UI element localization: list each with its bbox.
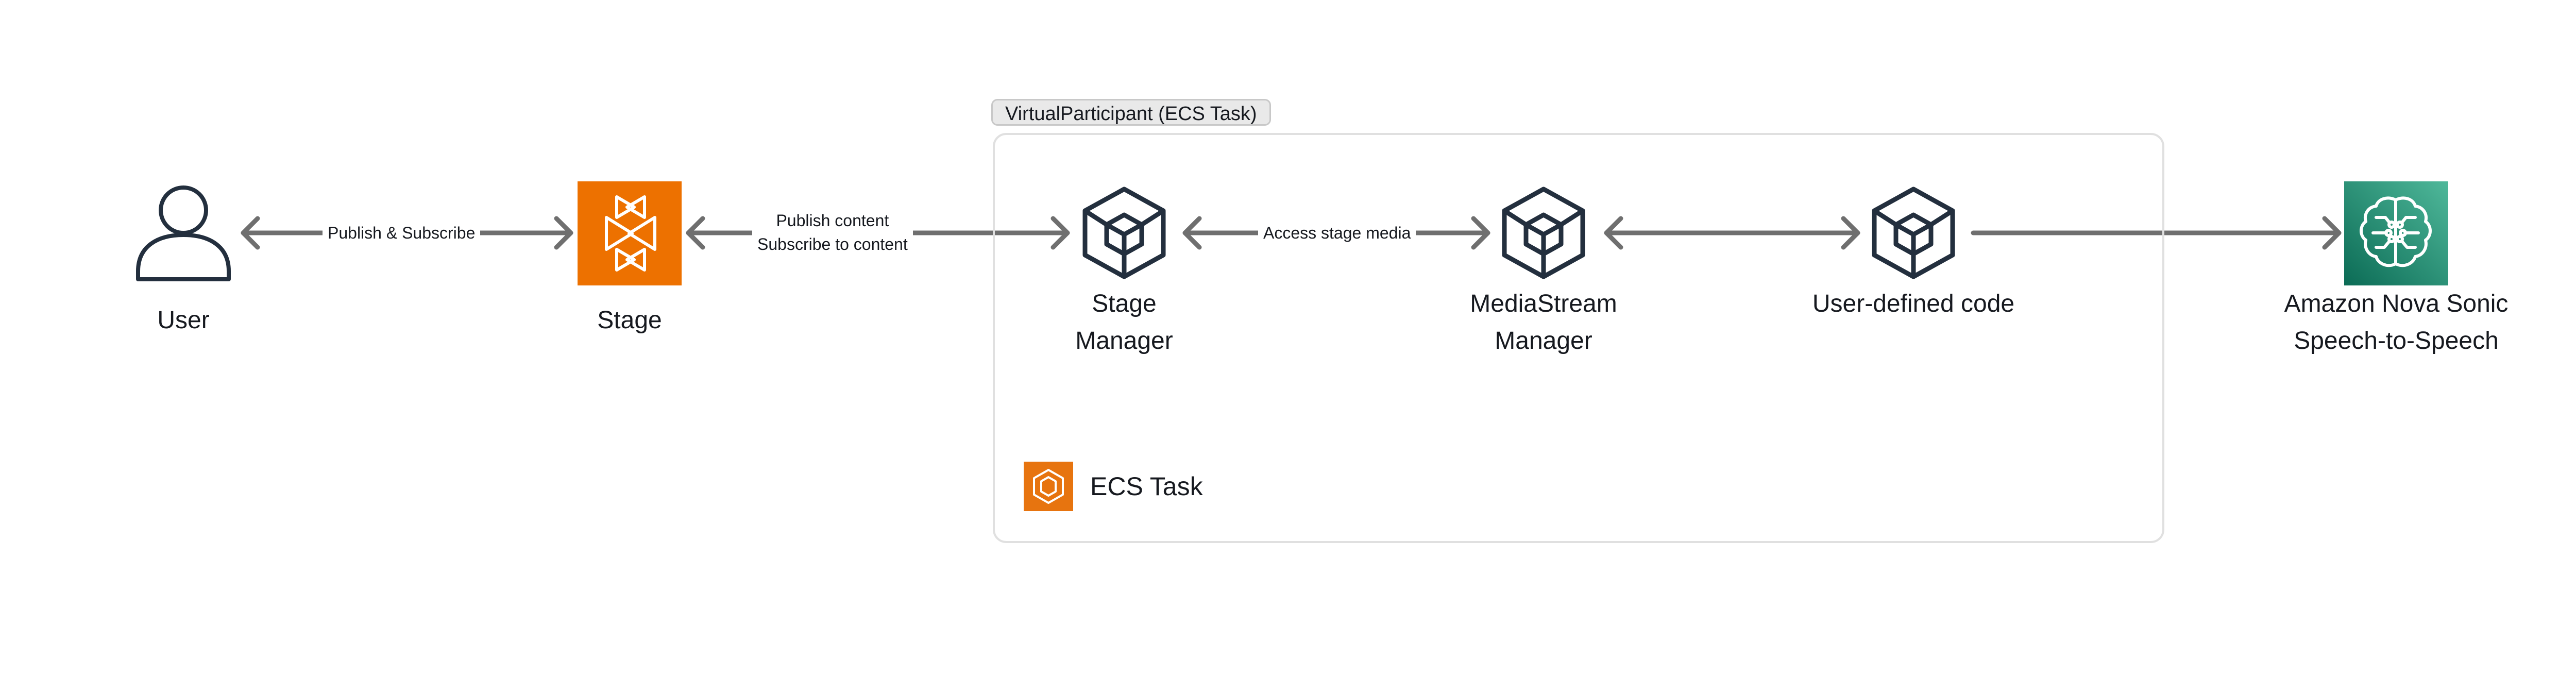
arrowhead-manager-right <box>1182 216 1202 250</box>
ecs-task-icon <box>1024 462 1073 511</box>
bedrock-brain-icon <box>2344 181 2448 285</box>
arrowhead-stage <box>554 216 573 250</box>
ecs-task-label: ECS Task <box>1090 472 1203 501</box>
edge-label-publish-subscribe: Publish & Subscribe <box>323 221 481 245</box>
stage-manager-label: Stage Manager <box>1075 290 1173 354</box>
stage-label: Stage <box>597 307 662 334</box>
arrowhead-mediastream <box>1471 216 1490 250</box>
virtual-participant-group <box>993 133 2164 543</box>
arrowhead-manager <box>1050 216 1070 250</box>
edge-label-access-stage-media: Access stage media <box>1258 221 1416 245</box>
user-code-cube-icon <box>1872 187 1955 279</box>
nova-sonic-label: Amazon Nova Sonic Speech-to-Speech <box>2284 290 2509 354</box>
arrowhead-mediastream-right <box>1604 216 1623 250</box>
mediastream-manager-cube-icon <box>1502 187 1585 279</box>
user-icon <box>136 185 231 281</box>
arrowhead-user <box>241 216 260 250</box>
user-code-label: User-defined code <box>1812 290 2015 317</box>
arrowhead-stage-left <box>686 216 705 250</box>
user-label: User <box>157 307 210 334</box>
edge-label-publish-subscribe-content: Publish content Subscribe to content <box>752 209 913 256</box>
mediastream-manager-label: MediaStream Manager <box>1470 290 1617 354</box>
stage-manager-cube-icon <box>1082 187 1166 279</box>
group-title: VirtualParticipant (ECS Task) <box>991 99 1271 126</box>
arrowhead-nova <box>2322 216 2342 250</box>
arrowhead-code <box>1841 216 1860 250</box>
stage-icon <box>578 181 682 285</box>
